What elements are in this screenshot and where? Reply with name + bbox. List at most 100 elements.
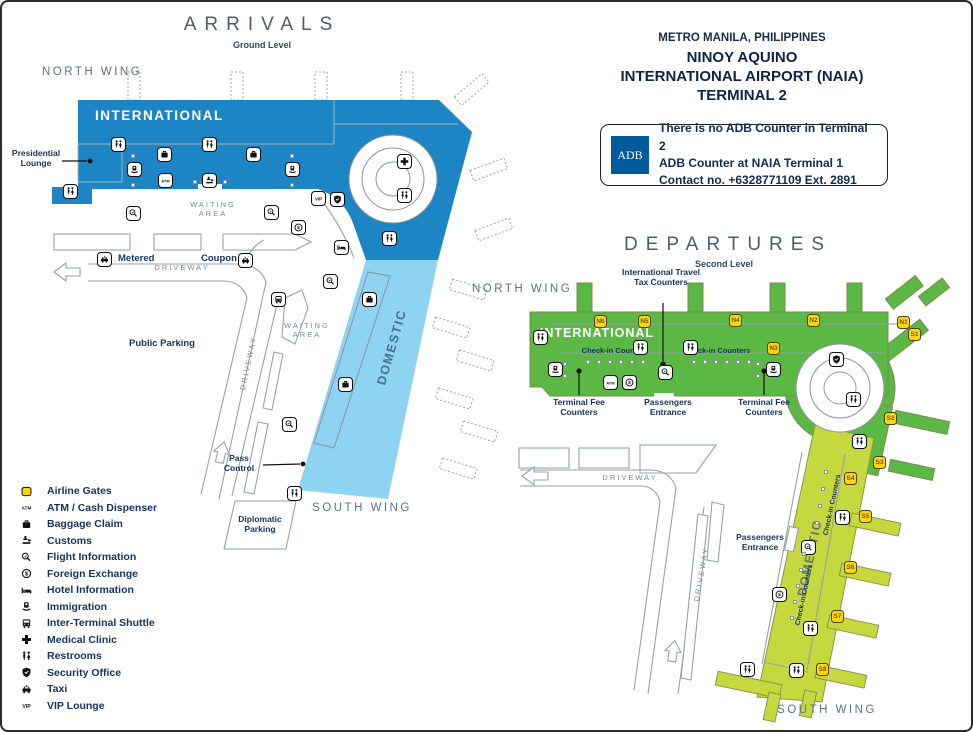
gate-s2: S2 bbox=[884, 412, 897, 425]
taxi-icon bbox=[18, 682, 34, 696]
counter-square bbox=[597, 360, 601, 364]
terminal-fee-counters-label: Terminal Fee Counters bbox=[553, 397, 605, 417]
gate-s5: S5 bbox=[859, 510, 872, 523]
arrow-left-icon bbox=[521, 465, 549, 487]
taxi-icon bbox=[97, 252, 112, 267]
counter-square bbox=[747, 360, 751, 364]
counter-square bbox=[824, 470, 828, 474]
baggage-claim-icon bbox=[338, 377, 353, 392]
adb-notice-text: There is no ADB Counter in Terminal 2 AD… bbox=[659, 120, 877, 190]
foreign-exchange-icon bbox=[622, 375, 637, 390]
counter-square bbox=[756, 374, 760, 378]
counter-square bbox=[131, 183, 135, 187]
flight-information-icon bbox=[658, 365, 673, 380]
counter-square bbox=[223, 180, 227, 184]
gate-n2: N2 bbox=[807, 314, 820, 327]
legend-row: Hotel Information bbox=[18, 584, 157, 596]
counter-square bbox=[290, 154, 294, 158]
departures-map bbox=[518, 274, 951, 723]
passengers-entrance-label: Passengers Entrance bbox=[736, 532, 784, 552]
gate-s1: S1 bbox=[908, 328, 921, 341]
legend-row: Foreign Exchange bbox=[18, 568, 157, 580]
baggage-claim-icon bbox=[362, 292, 377, 307]
gate-n4: N4 bbox=[729, 314, 742, 327]
gate-s8: S8 bbox=[816, 663, 829, 676]
arrivals-leader-lines bbox=[62, 158, 306, 467]
legend-row: ATM / Cash Dispenser bbox=[18, 502, 157, 514]
counter-square bbox=[815, 521, 819, 525]
counter-square bbox=[756, 362, 760, 366]
legend: Airline Gates ATM / Cash Dispenser Bagga… bbox=[18, 485, 157, 712]
counter-square bbox=[131, 154, 135, 158]
counter-square bbox=[563, 374, 567, 378]
checkin-counters-label: Check-in Counters bbox=[581, 346, 649, 355]
arrivals-north-wing-label: NORTH WING bbox=[42, 66, 143, 78]
arrivals-domestic-corridor bbox=[313, 271, 391, 449]
arrivals-south-wing-label: SOUTH WING bbox=[312, 502, 412, 514]
counter-square bbox=[586, 360, 590, 364]
counter-square bbox=[818, 504, 822, 508]
immigration-icon bbox=[18, 600, 34, 614]
departures-title: DEPARTURES bbox=[624, 234, 833, 255]
customs-icon bbox=[18, 534, 34, 548]
atm-icon bbox=[603, 375, 618, 390]
departures-roads bbox=[518, 444, 725, 695]
legend-row: Security Office bbox=[18, 667, 157, 679]
airline-gates-icon bbox=[18, 484, 34, 498]
baggage-claim-icon bbox=[157, 147, 172, 162]
restrooms-icon bbox=[287, 486, 302, 501]
adb-notice-line3: Contact no. +6328771109 Ext. 2891 bbox=[659, 173, 857, 188]
departures-rotunda bbox=[795, 343, 885, 433]
terminal-fee-counters-label: Terminal Fee Counters bbox=[738, 397, 790, 417]
gate-n5: N5 bbox=[638, 315, 651, 328]
legend-row: Inter-Terminal Shuttle bbox=[18, 617, 157, 629]
legend-row: Customs bbox=[18, 535, 157, 547]
security-office-icon bbox=[330, 192, 345, 207]
foreign-exchange-icon bbox=[18, 567, 34, 581]
restrooms-icon bbox=[533, 330, 548, 345]
waiting-area-label: WAITING AREA bbox=[190, 200, 236, 218]
counter-square bbox=[736, 360, 740, 364]
counter-square bbox=[290, 183, 294, 187]
presidential-lounge-room bbox=[77, 143, 123, 183]
gate-n1: N1 bbox=[897, 316, 910, 329]
airport-name-line2: INTERNATIONAL AIRPORT (NAIA) bbox=[620, 68, 864, 85]
airport-name-line1: NINOY AQUINO bbox=[686, 49, 798, 66]
taxi-icon bbox=[238, 253, 253, 268]
counter-square bbox=[608, 360, 612, 364]
restrooms-icon bbox=[111, 137, 126, 152]
restrooms-icon bbox=[852, 434, 867, 449]
atm-icon bbox=[158, 173, 173, 188]
gate-n3: N3 bbox=[767, 342, 780, 355]
counter-square bbox=[793, 600, 797, 604]
restrooms-icon bbox=[683, 340, 698, 355]
legend-row: Airline Gates bbox=[18, 485, 157, 497]
diplomatic-parking-lot bbox=[223, 500, 297, 550]
restrooms-icon bbox=[63, 184, 78, 199]
gate-s3: S3 bbox=[873, 456, 886, 469]
gate-s4: S4 bbox=[844, 472, 857, 485]
customs-icon bbox=[202, 173, 217, 188]
restrooms-icon bbox=[835, 510, 850, 525]
arrivals-rotunda bbox=[348, 134, 438, 224]
airport-location: METRO MANILA, PHILIPPINES bbox=[658, 32, 826, 44]
departures-south-wing-label: SOUTH WING bbox=[777, 704, 877, 716]
restrooms-icon bbox=[803, 621, 818, 636]
presidential-lounge-label: Presidential Lounge bbox=[11, 148, 61, 168]
restrooms-icon bbox=[202, 137, 217, 152]
counter-square bbox=[619, 360, 623, 364]
restrooms-icon bbox=[740, 662, 755, 677]
gate-n6: N6 bbox=[594, 315, 607, 328]
arrivals-domestic-hall bbox=[298, 260, 438, 499]
security-office-icon bbox=[18, 666, 34, 680]
restrooms-icon bbox=[846, 392, 861, 407]
restrooms-icon bbox=[397, 188, 412, 203]
counter-square bbox=[630, 360, 634, 364]
flight-information-icon bbox=[18, 550, 34, 564]
baggage-claim-icon bbox=[18, 517, 34, 531]
flight-information-icon bbox=[282, 417, 297, 432]
counter-square bbox=[714, 360, 718, 364]
adb-notice-box: ADB There is no ADB Counter in Terminal … bbox=[600, 121, 888, 187]
departures-north-wing-label: NORTH WING bbox=[472, 283, 573, 295]
